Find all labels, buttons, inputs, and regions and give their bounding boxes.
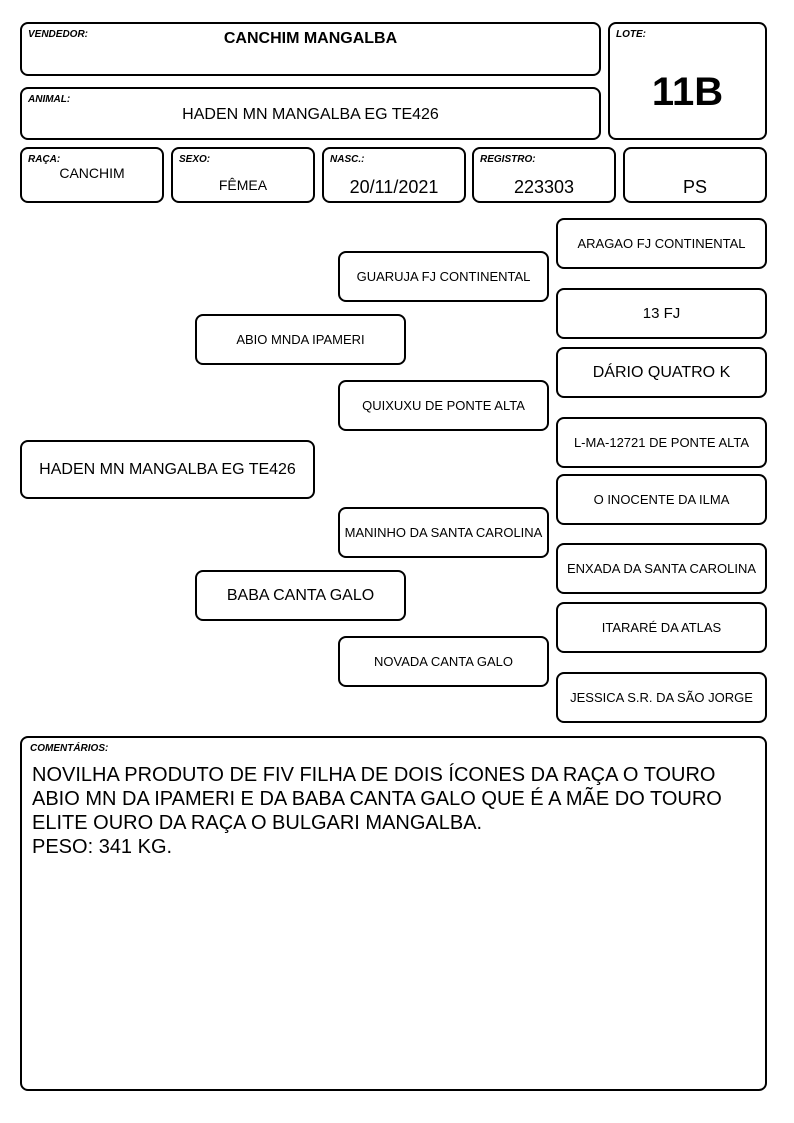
pedigree-dam: BABA CANTA GALO	[195, 570, 406, 621]
category-box: PS	[623, 147, 767, 203]
pedigree-gen3-3: DÁRIO QUATRO K	[556, 347, 767, 398]
vendor-box: VENDEDOR: CANCHIM MANGALBA	[20, 22, 601, 76]
pedigree-gen3-8: JESSICA S.R. DA SÃO JORGE	[556, 672, 767, 723]
sex-box: SEXO: FÊMEA	[171, 147, 315, 203]
birth-box: NASC.: 20/11/2021	[322, 147, 466, 203]
lot-label: LOTE:	[616, 29, 646, 40]
birth-value: 20/11/2021	[349, 177, 439, 197]
vendor-label: VENDEDOR:	[28, 29, 89, 40]
category-value: PS	[682, 177, 707, 197]
pedigree-gen3-7: ITARARÉ DA ATLAS	[556, 602, 767, 653]
animal-label: ANIMAL:	[28, 94, 71, 105]
pedigree-gen3-2: 13 FJ	[556, 288, 767, 339]
sex-value: FÊMEA	[218, 177, 268, 193]
animal-box: ANIMAL: HADEN MN MANGALBA EG TE426	[20, 87, 601, 140]
vendor-value: CANCHIM MANGALBA	[223, 30, 398, 47]
comments-box: COMENTÁRIOS: NOVILHA PRODUTO DE FIV FILH…	[20, 736, 767, 1091]
breed-box: RAÇA: CANCHIM	[20, 147, 164, 203]
sex-label: SEXO:	[179, 154, 211, 165]
pedigree-sire: ABIO MNDA IPAMERI	[195, 314, 406, 365]
breed-label: RAÇA:	[28, 154, 61, 165]
pedigree-animal: HADEN MN MANGALBA EG TE426	[20, 440, 315, 499]
comments-label: COMENTÁRIOS:	[30, 743, 109, 754]
animal-value: HADEN MN MANGALBA EG TE426	[182, 106, 439, 123]
breed-value: CANCHIM	[59, 165, 125, 181]
lot-value: 11B	[651, 70, 724, 114]
pedigree-gen3-5: O INOCENTE DA ILMA	[556, 474, 767, 525]
pedigree-dam-dam: NOVADA CANTA GALO	[338, 636, 549, 687]
birth-label: NASC.:	[330, 154, 365, 165]
registry-box: REGISTRO: 223303	[472, 147, 616, 203]
lot-box: LOTE: 11B	[608, 22, 767, 140]
pedigree-dam-sire: MANINHO DA SANTA CAROLINA	[338, 507, 549, 558]
registry-label: REGISTRO:	[480, 154, 536, 165]
pedigree-gen3-1: ARAGAO FJ CONTINENTAL	[556, 218, 767, 269]
pedigree-gen3-4: L-MA-12721 DE PONTE ALTA	[556, 417, 767, 468]
pedigree-sire-sire: GUARUJA FJ CONTINENTAL	[338, 251, 549, 302]
pedigree-gen3-6: ENXADA DA SANTA CAROLINA	[556, 543, 767, 594]
comments-text: NOVILHA PRODUTO DE FIV FILHA DE DOIS ÍCO…	[32, 764, 722, 858]
pedigree-sire-dam: QUIXUXU DE PONTE ALTA	[338, 380, 549, 431]
registry-value: 223303	[513, 177, 575, 197]
